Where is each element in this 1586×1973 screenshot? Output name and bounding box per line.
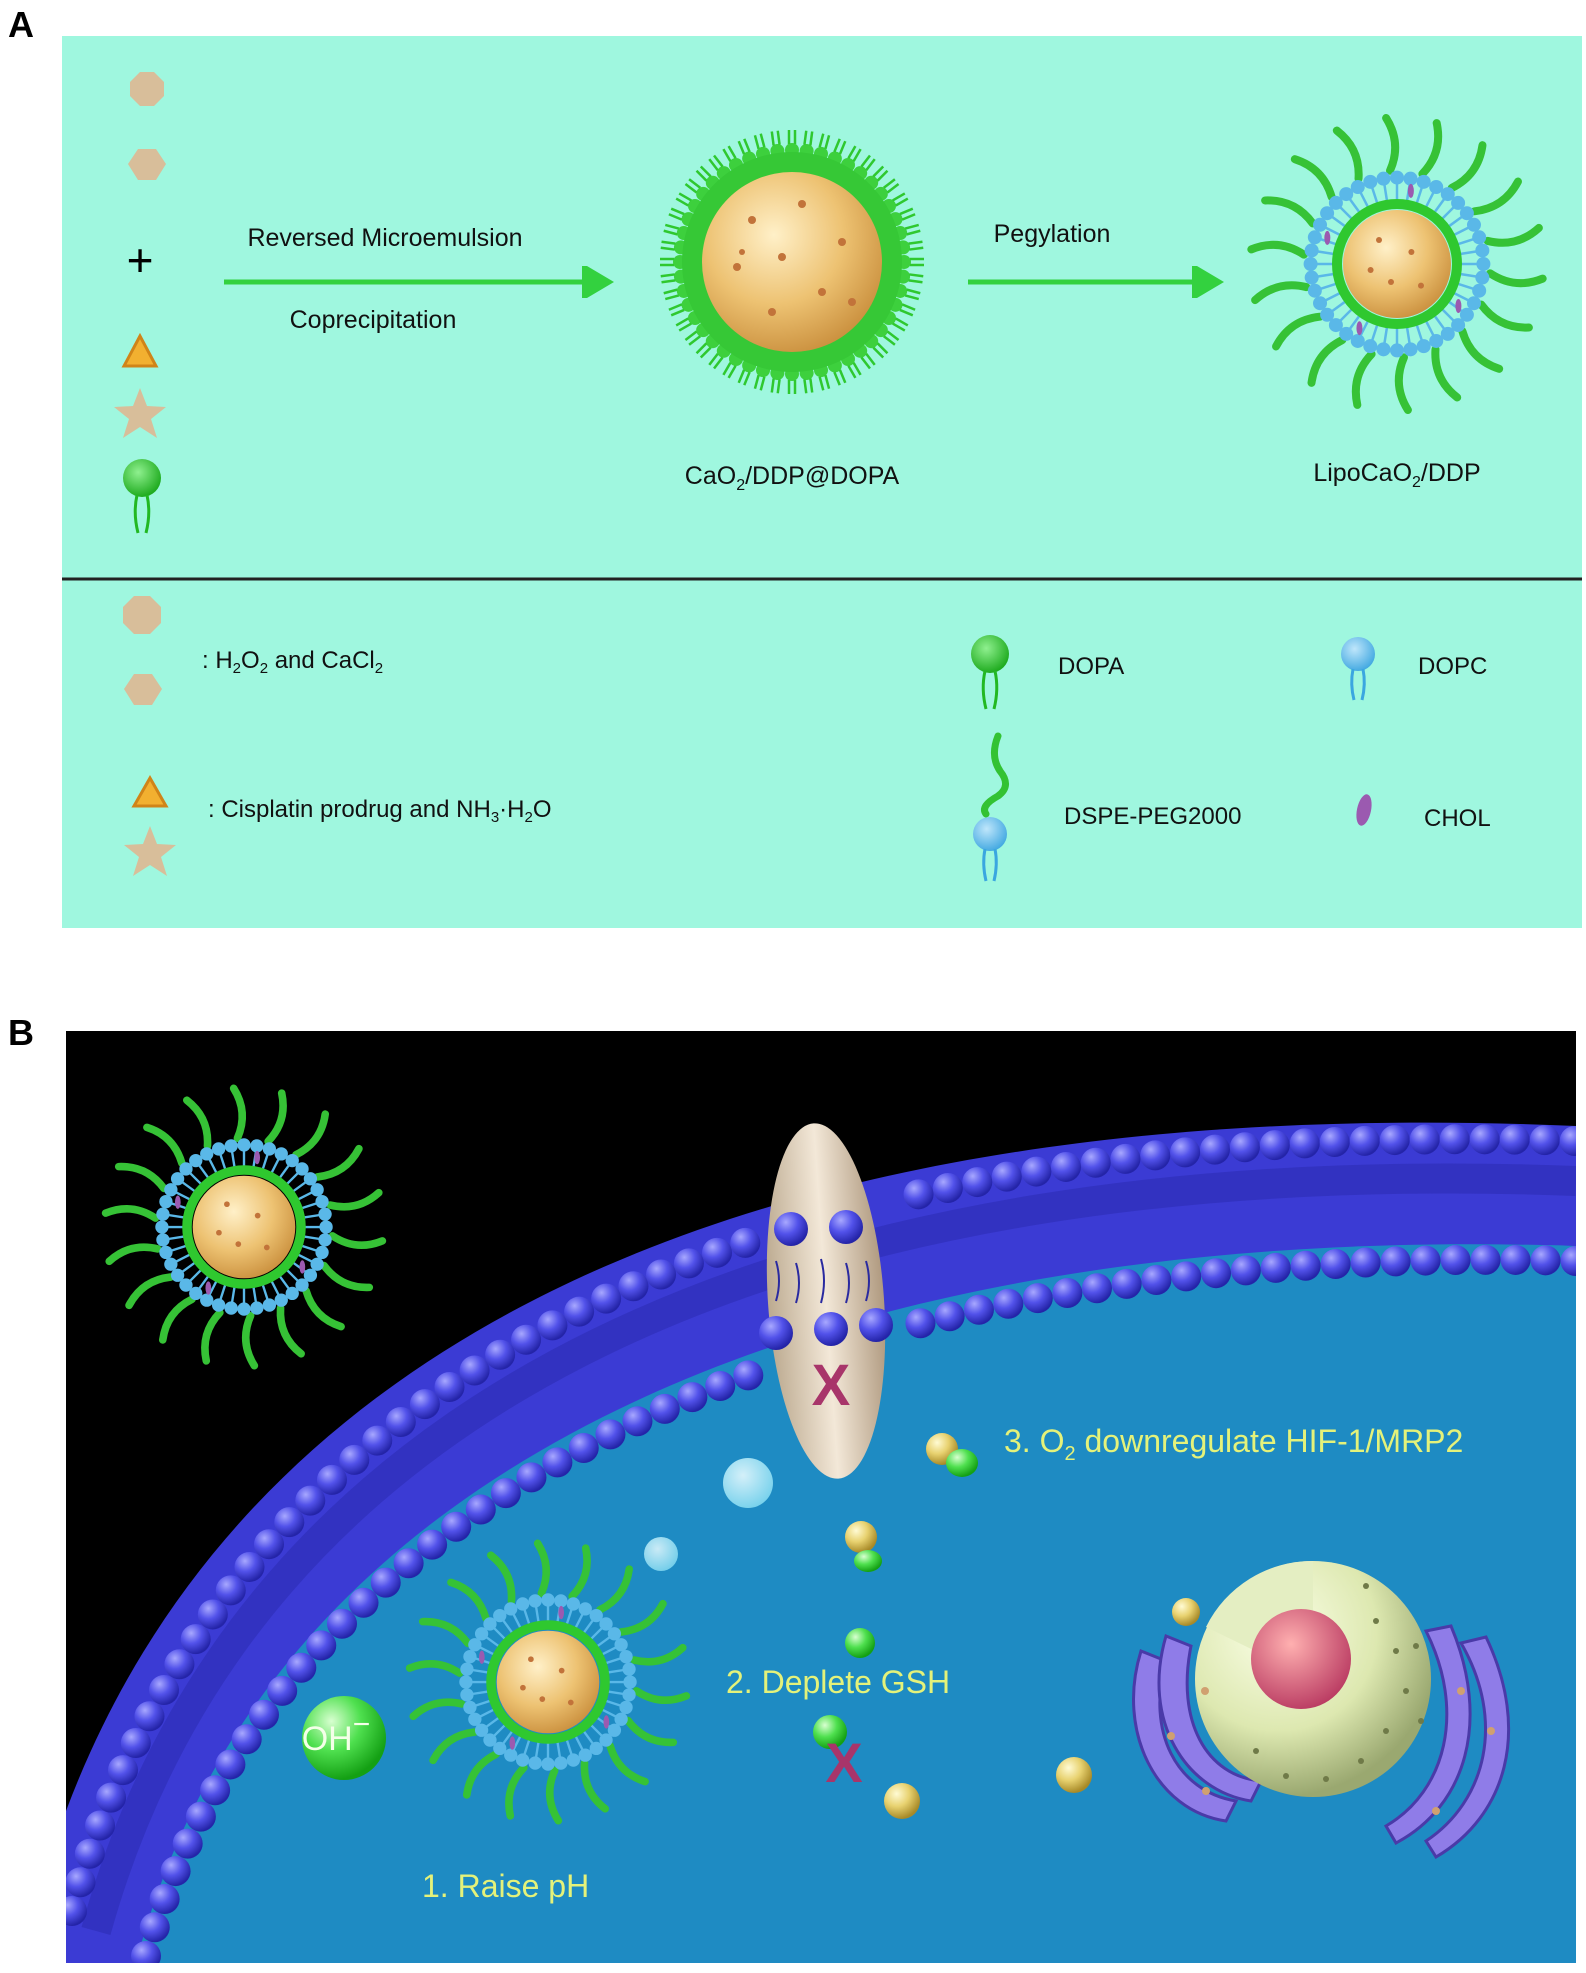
panel-b-diagram: X OH− 1. Raise pH X 2. Deplete GSH 3. O2… bbox=[66, 1084, 1576, 1963]
gsh-blocked-x: X bbox=[825, 1731, 862, 1794]
arrow-pegylation bbox=[968, 266, 1224, 298]
nh3-star-icon bbox=[114, 388, 166, 438]
plus-sign: + bbox=[127, 234, 154, 286]
product1-label: CaO2/DDP@DOPA bbox=[685, 462, 900, 494]
legend-star-icon bbox=[124, 826, 176, 876]
legend-octagon-icon bbox=[123, 596, 161, 634]
legend-dspe-label: DSPE-PEG2000 bbox=[1064, 803, 1241, 830]
pump-blocked-x: X bbox=[812, 1353, 851, 1418]
arrow1-label-bottom: Coprecipitation bbox=[290, 306, 457, 334]
legend-chol-label: CHOL bbox=[1424, 805, 1491, 832]
arrow1-label-top: Reversed Microemulsion bbox=[247, 224, 522, 252]
panel-a-letter: A bbox=[8, 4, 34, 45]
legend-dopc-label: DOPC bbox=[1418, 653, 1487, 680]
legend-cisplatin: : Cisplatin prodrug and NH3·H2O bbox=[208, 796, 552, 826]
panel-b: X OH− 1. Raise pH X 2. Deplete GSH 3. O2… bbox=[66, 1031, 1576, 1963]
cell-nucleus bbox=[1167, 1560, 1495, 1815]
legend-dopa-icon bbox=[969, 633, 1011, 711]
oxygen-bubble-small bbox=[644, 1537, 678, 1571]
panel-a-diagram: + Reversed Microemulsion Coprecipitation… bbox=[62, 72, 1582, 882]
legend-dopc-icon bbox=[1341, 637, 1375, 701]
reactant-column: + bbox=[114, 72, 166, 535]
endoplasmic-reticulum bbox=[1132, 1624, 1511, 1860]
legend-h2o2-cacl2: : H2O2 and CaCl2 bbox=[202, 647, 383, 677]
panel-a: + Reversed Microemulsion Coprecipitation… bbox=[62, 36, 1582, 928]
arrow2-label-top: Pegylation bbox=[994, 220, 1111, 248]
legend-dspe-peg-icon bbox=[973, 732, 1009, 882]
arrow-microemulsion bbox=[224, 266, 614, 298]
hydroxide-ion-bubble: OH− bbox=[302, 1696, 386, 1780]
legend-triangle-icon bbox=[131, 774, 169, 808]
h2o2-octagon-icon bbox=[130, 72, 164, 106]
cisplatin-triangle-icon bbox=[121, 332, 159, 368]
cacl2-hexagon-icon bbox=[128, 149, 166, 180]
legend-dopa-label: DOPA bbox=[1058, 653, 1124, 680]
step1-label: 1. Raise pH bbox=[422, 1868, 589, 1904]
legend-chol-icon bbox=[1356, 794, 1372, 826]
panel-b-letter: B bbox=[8, 1012, 34, 1053]
oh-label: OH− bbox=[302, 1708, 371, 1758]
dopa-lipid-icon bbox=[121, 457, 163, 535]
liposome-extracellular bbox=[101, 1084, 387, 1370]
step2-label: 2. Deplete GSH bbox=[726, 1664, 950, 1700]
cao2-dopa-particle bbox=[660, 130, 924, 394]
product2-label: LipoCaO2/DDP bbox=[1313, 459, 1480, 491]
legend: : H2O2 and CaCl2 : Cisplatin prodrug and… bbox=[123, 596, 1491, 882]
drug-gsh-molecules bbox=[813, 1433, 1200, 1819]
efflux-pump: X bbox=[759, 1123, 893, 1479]
lipocao2-particle bbox=[1247, 114, 1547, 414]
oxygen-bubble-large bbox=[723, 1458, 773, 1508]
step3-label: 3. O2 downregulate HIF-1/MRP2 bbox=[1004, 1423, 1463, 1465]
legend-hexagon-icon bbox=[124, 674, 162, 705]
liposome-intracellular bbox=[405, 1539, 691, 1825]
